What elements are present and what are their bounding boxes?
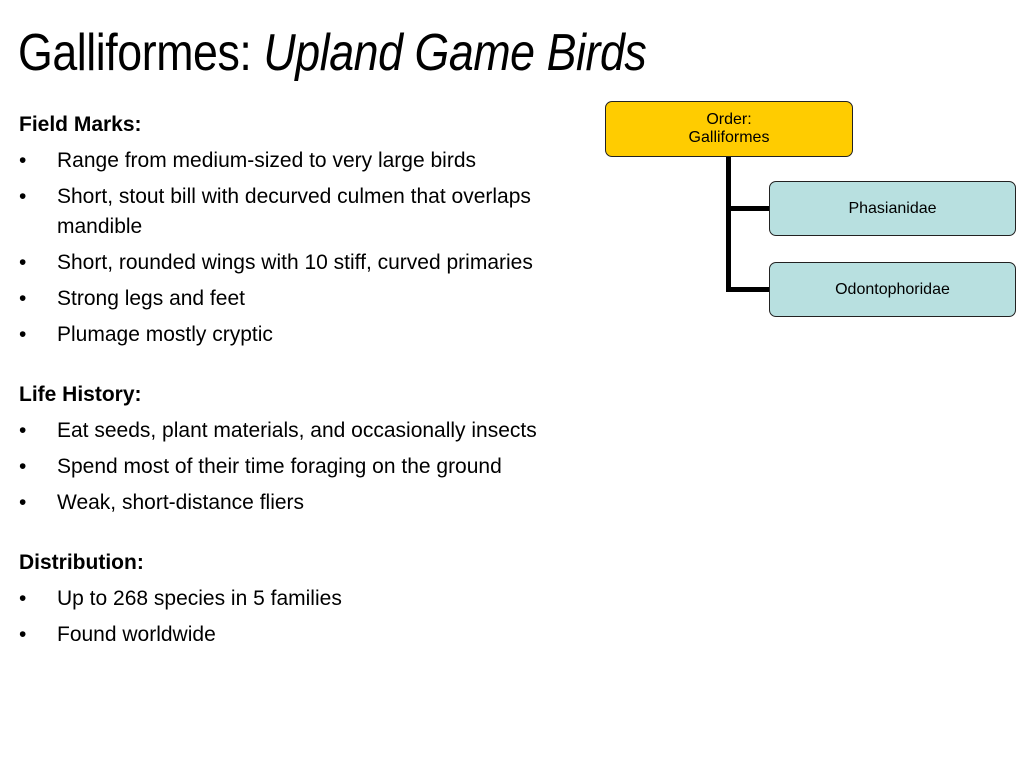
bullet-dot: • bbox=[19, 491, 27, 514]
bullet-list: • Range from medium-sized to very large b… bbox=[19, 146, 579, 350]
spacer bbox=[19, 518, 579, 548]
list-item: • Plumage mostly cryptic bbox=[19, 320, 579, 350]
connector-trunk bbox=[726, 157, 731, 292]
spacer bbox=[19, 350, 579, 380]
bullet-dot: • bbox=[19, 455, 27, 478]
bullet-dot: • bbox=[19, 323, 27, 346]
bullet-text: Plumage mostly cryptic bbox=[57, 323, 273, 346]
slide-title: Galliformes: Upland Game Birds bbox=[18, 18, 647, 88]
bullet-text: Eat seeds, plant materials, and occasion… bbox=[57, 419, 537, 442]
bullet-text: Up to 268 species in 5 families bbox=[57, 587, 342, 610]
bullet-dot: • bbox=[19, 287, 27, 310]
list-item: • Strong legs and feet bbox=[19, 284, 579, 314]
bullet-dot: • bbox=[19, 419, 27, 442]
section-distribution: Distribution: • Up to 268 species in 5 fa… bbox=[19, 548, 579, 650]
child-label: Odontophoridae bbox=[835, 280, 950, 298]
list-item: • Eat seeds, plant materials, and occasio… bbox=[19, 416, 579, 446]
list-item: • Short, rounded wings with 10 stiff, cur… bbox=[19, 248, 579, 278]
bullet-dot: • bbox=[19, 251, 27, 274]
bullet-text: Spend most of their time foraging on the… bbox=[57, 455, 502, 478]
org-child-node: Phasianidae bbox=[769, 181, 1016, 236]
org-child-node: Odontophoridae bbox=[769, 262, 1016, 317]
connector-branch bbox=[726, 206, 770, 211]
section-life-history: Life History: • Eat seeds, plant material… bbox=[19, 380, 579, 518]
bullet-list: • Up to 268 species in 5 families • Found … bbox=[19, 584, 579, 650]
bullet-text: Range from medium-sized to very large bi… bbox=[57, 149, 476, 172]
section-heading: Distribution: bbox=[19, 551, 144, 574]
slide-body: Field Marks: • Range from medium-sized to… bbox=[19, 110, 579, 650]
bullet-dot: • bbox=[19, 149, 27, 172]
section-heading: Field Marks: bbox=[19, 113, 142, 136]
bullet-text: Short, rounded wings with 10 stiff, curv… bbox=[57, 251, 533, 274]
list-item: • Range from medium-sized to very large b… bbox=[19, 146, 579, 176]
bullet-text: Weak, short-distance fliers bbox=[57, 491, 305, 514]
list-item: • Found worldwide bbox=[19, 620, 579, 650]
bullet-dot: • bbox=[19, 185, 27, 208]
bullet-text: Found worldwide bbox=[57, 623, 216, 646]
list-item: • Spend most of their time foraging on th… bbox=[19, 452, 579, 482]
bullet-dot: • bbox=[19, 587, 27, 610]
section-heading: Life History: bbox=[19, 383, 142, 406]
org-root-node: Order: Galliformes bbox=[605, 101, 853, 157]
bullet-text: Strong legs and feet bbox=[57, 287, 245, 310]
child-label: Phasianidae bbox=[848, 199, 937, 217]
connector-branch bbox=[726, 287, 770, 292]
title-emphasis: Upland Game Birds bbox=[263, 24, 647, 82]
section-field-marks: Field Marks: • Range from medium-sized to… bbox=[19, 110, 579, 350]
bullet-text: Short, stout bill with decurved culmen t… bbox=[57, 185, 531, 238]
root-label-line1: Order: bbox=[706, 111, 752, 128]
list-item: • Short, stout bill with decurved culmen … bbox=[19, 182, 579, 242]
root-label-line2: Galliformes bbox=[688, 129, 770, 146]
list-item: • Weak, short-distance fliers bbox=[19, 488, 579, 518]
title-prefix: Galliformes: bbox=[18, 24, 264, 82]
bullet-list: • Eat seeds, plant materials, and occasio… bbox=[19, 416, 579, 518]
list-item: • Up to 268 species in 5 families bbox=[19, 584, 579, 614]
bullet-dot: • bbox=[19, 623, 27, 646]
